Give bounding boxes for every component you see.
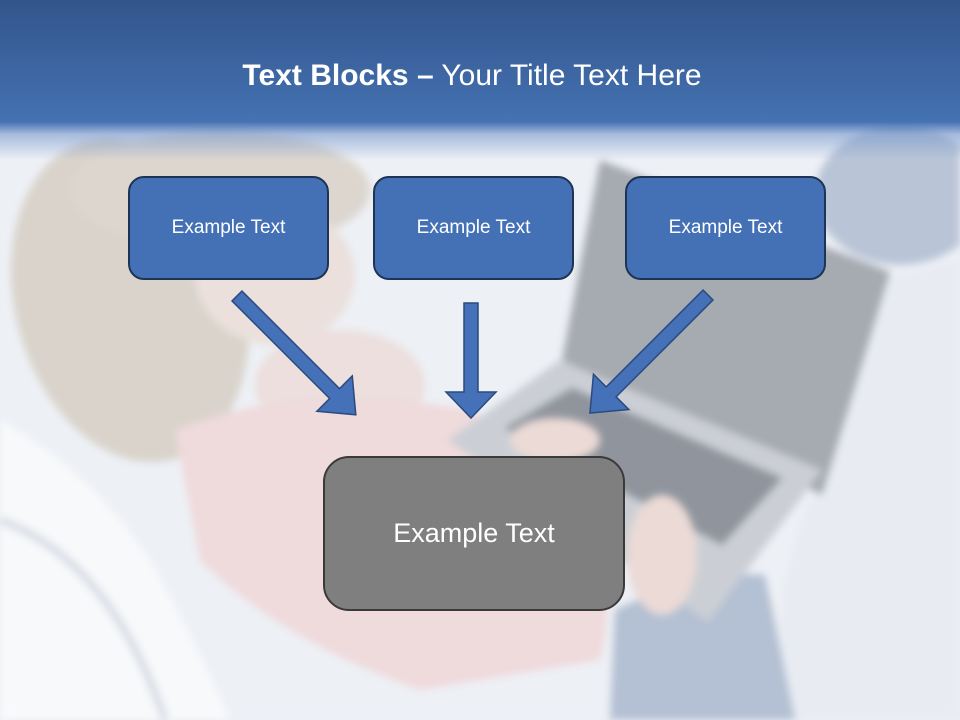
couch-cushion	[0, 420, 230, 720]
jeans-knee	[815, 125, 960, 265]
text-block-bottom-label: Example Text	[393, 518, 555, 548]
slide-title: Text Blocks – Your Title Text Here	[0, 56, 944, 96]
text-block-label: Example Text	[416, 217, 531, 238]
title-dash: –	[416, 59, 434, 92]
text-block-center: Example Text	[373, 176, 574, 280]
couch-seam	[0, 516, 169, 720]
title-bold-part: Text Blocks	[242, 59, 409, 92]
arrow-down-left	[589, 288, 715, 414]
arrow-down-right	[230, 289, 357, 416]
text-block-bottom: Example Text	[323, 456, 625, 611]
title-rest-part: Your Title Text Here	[441, 59, 702, 92]
text-block-left: Example Text	[128, 176, 329, 280]
text-block-label: Example Text	[668, 217, 783, 238]
right-hand	[627, 495, 697, 615]
left-hand	[510, 418, 600, 462]
header-band	[0, 0, 960, 160]
text-block-label: Example Text	[171, 217, 286, 238]
arrow-down	[444, 302, 498, 420]
text-block-right: Example Text	[625, 176, 826, 280]
